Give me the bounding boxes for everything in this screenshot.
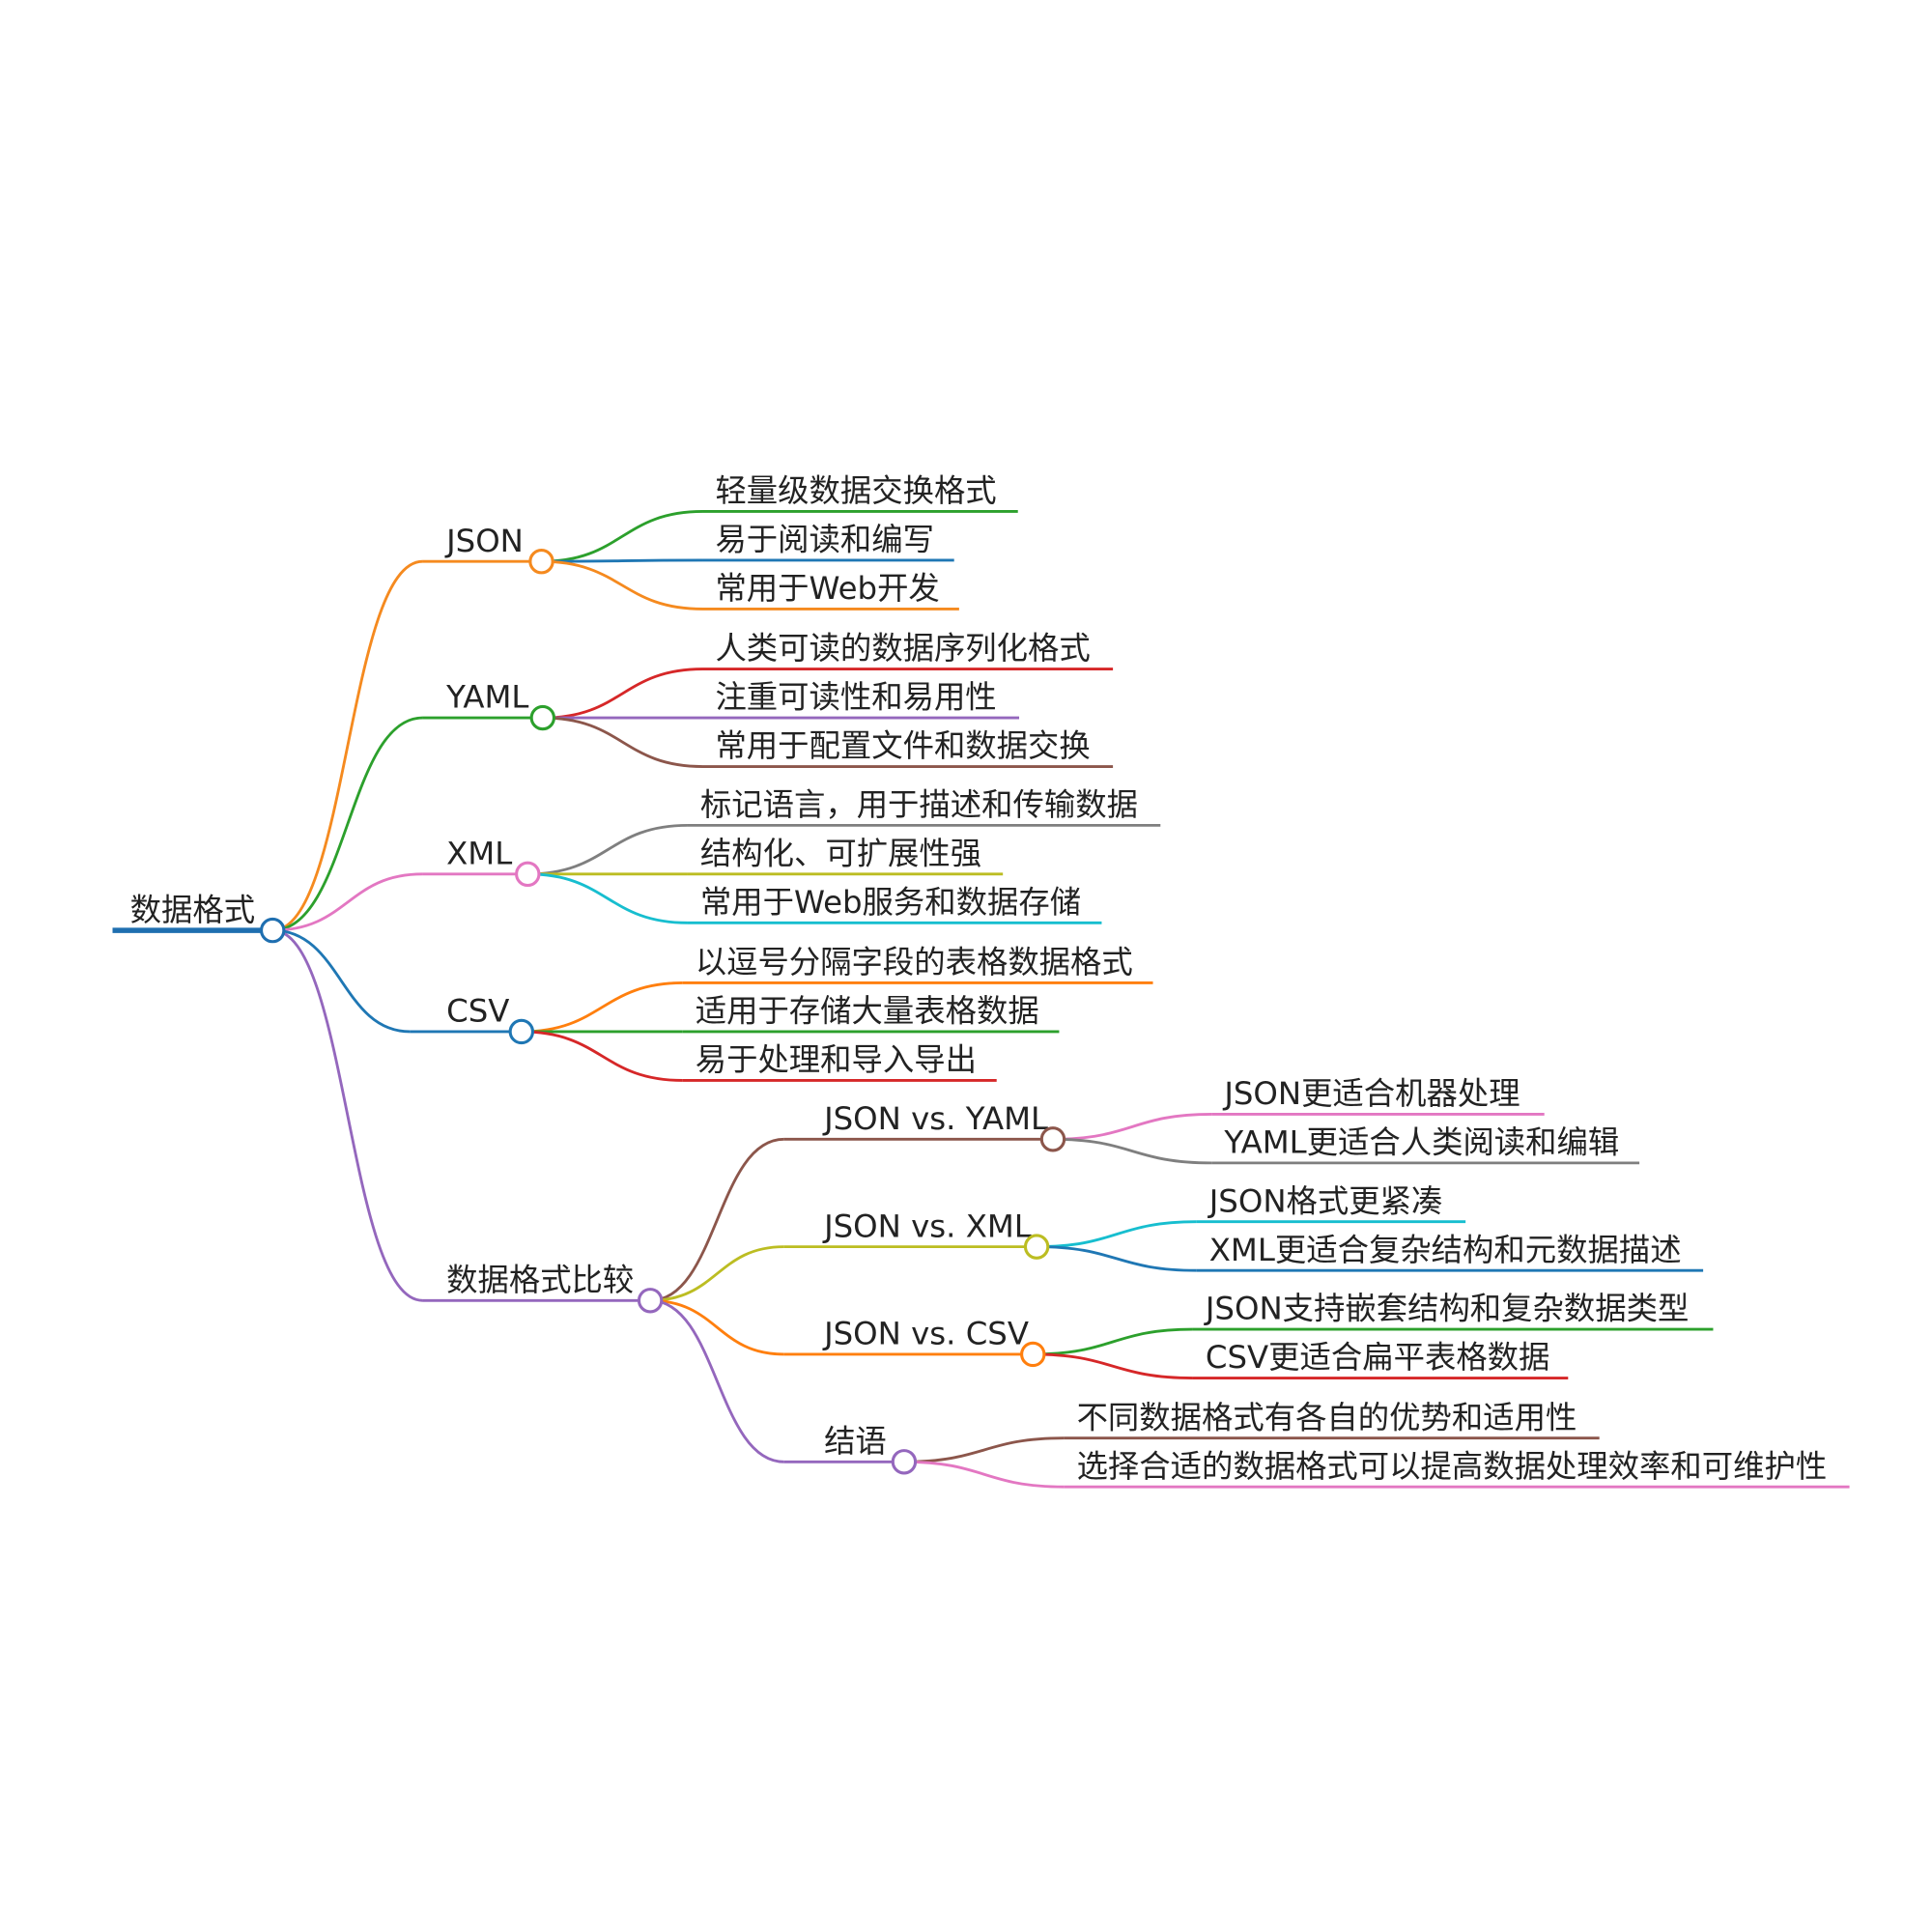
leaf-link-json-yaml-0 <box>1052 1112 1212 1141</box>
sub-label-json-xml: JSON vs. XML <box>822 1208 1032 1244</box>
sub-label-conclusion: 结语 <box>824 1423 887 1460</box>
leaf-label-csv-1: 适用于存储大量表格数据 <box>696 993 1039 1030</box>
sub-node-conclusion[interactable] <box>891 1449 918 1475</box>
branch-node-json[interactable] <box>528 549 554 575</box>
sub-node-json-csv[interactable] <box>1020 1341 1046 1368</box>
leaf-label-json-1: 易于阅读和编写 <box>715 522 934 558</box>
leaf-link-xml-0 <box>527 823 688 876</box>
leaf-label-csv-2: 易于处理和导入导出 <box>696 1041 977 1078</box>
sub-link-conclusion <box>650 1298 784 1463</box>
leaf-label-json-csv-0: JSON支持嵌套结构和复杂数据类型 <box>1204 1291 1689 1327</box>
branch-link-compare <box>272 928 423 1302</box>
leaf-link-yaml-2 <box>542 716 703 768</box>
branch-node-csv[interactable] <box>508 1018 535 1045</box>
branch-link-json <box>272 559 423 932</box>
branch-node-yaml[interactable] <box>529 704 556 731</box>
branch-link-xml <box>272 872 423 932</box>
leaf-link-json-2 <box>541 559 703 611</box>
leaf-label-conclusion-0: 不同数据格式有各自的优势和适用性 <box>1077 1399 1577 1435</box>
root-node[interactable] <box>259 917 286 944</box>
leaf-link-conclusion-1 <box>903 1460 1065 1489</box>
sub-label-json-yaml: JSON vs. YAML <box>822 1100 1048 1137</box>
leaf-label-json-csv-1: CSV更适合扁平表格数据 <box>1206 1339 1550 1376</box>
leaf-label-yaml-0: 人类可读的数据序列化格式 <box>715 630 1090 667</box>
leaf-link-json-xml-0 <box>1037 1220 1197 1249</box>
leaf-link-json-1 <box>541 558 703 563</box>
leaf-link-csv-2 <box>521 1030 683 1082</box>
branch-link-csv <box>272 928 411 1034</box>
leaf-link-xml-2 <box>527 872 688 924</box>
leaf-link-json-csv-1 <box>1033 1352 1193 1379</box>
branch-label-compare: 数据格式比较 <box>446 1262 634 1298</box>
leaf-link-csv-0 <box>521 981 683 1034</box>
root-label: 数据格式 <box>130 892 255 928</box>
leaf-link-yaml-0 <box>542 668 703 720</box>
leaf-label-xml-1: 结构化、可扩展性强 <box>700 835 981 871</box>
leaf-label-yaml-2: 常用于配置文件和数据交换 <box>715 727 1090 764</box>
leaf-label-json-2: 常用于Web开发 <box>715 570 939 607</box>
leaf-label-json-0: 轻量级数据交换格式 <box>715 472 996 509</box>
leaf-label-json-yaml-1: YAML更适合人类阅读和编辑 <box>1223 1124 1619 1161</box>
sub-link-json-yaml <box>650 1137 784 1302</box>
branch-label-csv: CSV <box>446 993 509 1030</box>
branch-node-xml[interactable] <box>515 861 541 888</box>
leaf-link-json-xml-1 <box>1037 1245 1197 1272</box>
leaf-label-json-xml-0: JSON格式更紧凑 <box>1208 1182 1443 1219</box>
nodes <box>259 549 1066 1475</box>
sub-link-json-csv <box>650 1298 784 1356</box>
leaf-link-json-csv-0 <box>1033 1327 1193 1356</box>
leaf-label-json-yaml-0: JSON更适合机器处理 <box>1222 1075 1520 1112</box>
leaf-link-json-yaml-1 <box>1052 1137 1212 1165</box>
leaf-label-conclusion-1: 选择合适的数据格式可以提高数据处理效率和可维护性 <box>1077 1448 1828 1485</box>
sub-label-json-csv: JSON vs. CSV <box>822 1316 1029 1352</box>
leaf-link-conclusion-0 <box>903 1436 1065 1463</box>
branch-label-yaml: YAML <box>445 679 528 716</box>
branch-node-compare[interactable] <box>637 1288 664 1314</box>
leaf-label-xml-2: 常用于Web服务和数据存储 <box>700 884 1081 921</box>
branch-link-yaml <box>272 716 423 932</box>
leaf-label-csv-0: 以逗号分隔字段的表格数据格式 <box>696 944 1133 980</box>
sub-node-json-yaml[interactable] <box>1039 1126 1066 1152</box>
branch-label-xml: XML <box>446 835 512 871</box>
links <box>112 510 1850 1489</box>
branch-label-json: JSON <box>444 523 524 559</box>
leaf-link-json-0 <box>541 510 703 563</box>
sub-node-json-xml[interactable] <box>1023 1234 1050 1260</box>
leaf-label-yaml-1: 注重可读性和易用性 <box>715 679 996 716</box>
sub-link-json-xml <box>650 1245 784 1302</box>
leaf-label-xml-0: 标记语言，用于描述和传输数据 <box>700 786 1138 823</box>
leaf-label-json-xml-1: XML更适合复杂结构和元数据描述 <box>1209 1232 1682 1268</box>
